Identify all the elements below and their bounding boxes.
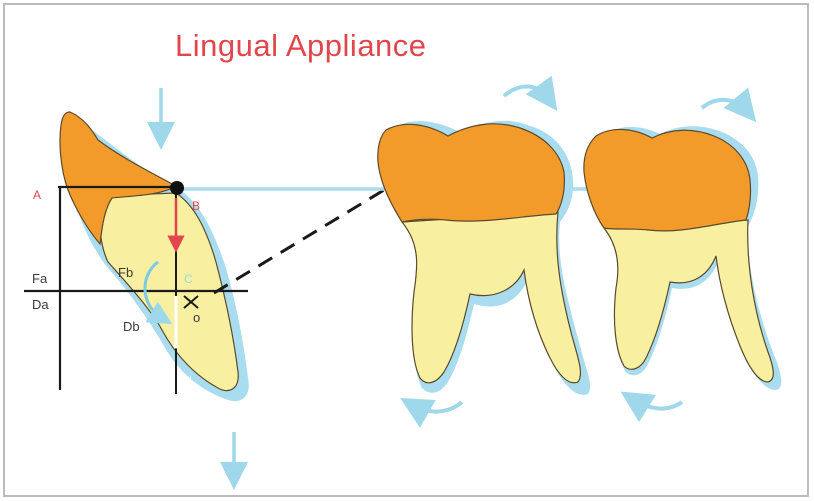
label-b: B: [192, 199, 200, 213]
label-fa: Fa: [32, 271, 48, 286]
molar-first-bottom-arrow: [414, 402, 462, 412]
label-da: Da: [32, 297, 49, 312]
label-fb: Fb: [118, 265, 133, 280]
molar-second: [584, 126, 781, 390]
molar-first: [378, 121, 590, 395]
label-a: A: [33, 188, 41, 202]
incisor-tooth: [60, 112, 249, 401]
molar-second-bottom-arrow: [634, 400, 682, 409]
molar-first-crown: [378, 124, 565, 222]
label-o: o: [193, 310, 200, 325]
molar-first-top-arrow: [504, 86, 548, 98]
molar-second-crown: [584, 129, 751, 231]
label-c: C: [184, 272, 193, 286]
label-db: Db: [123, 319, 140, 334]
bracket-point: [170, 181, 184, 195]
molar-second-top-arrow: [702, 100, 746, 110]
molar-second-root: [604, 220, 773, 382]
label-f2: F": [180, 374, 192, 388]
root-point: [174, 344, 179, 349]
dashed-connector: [214, 190, 384, 293]
